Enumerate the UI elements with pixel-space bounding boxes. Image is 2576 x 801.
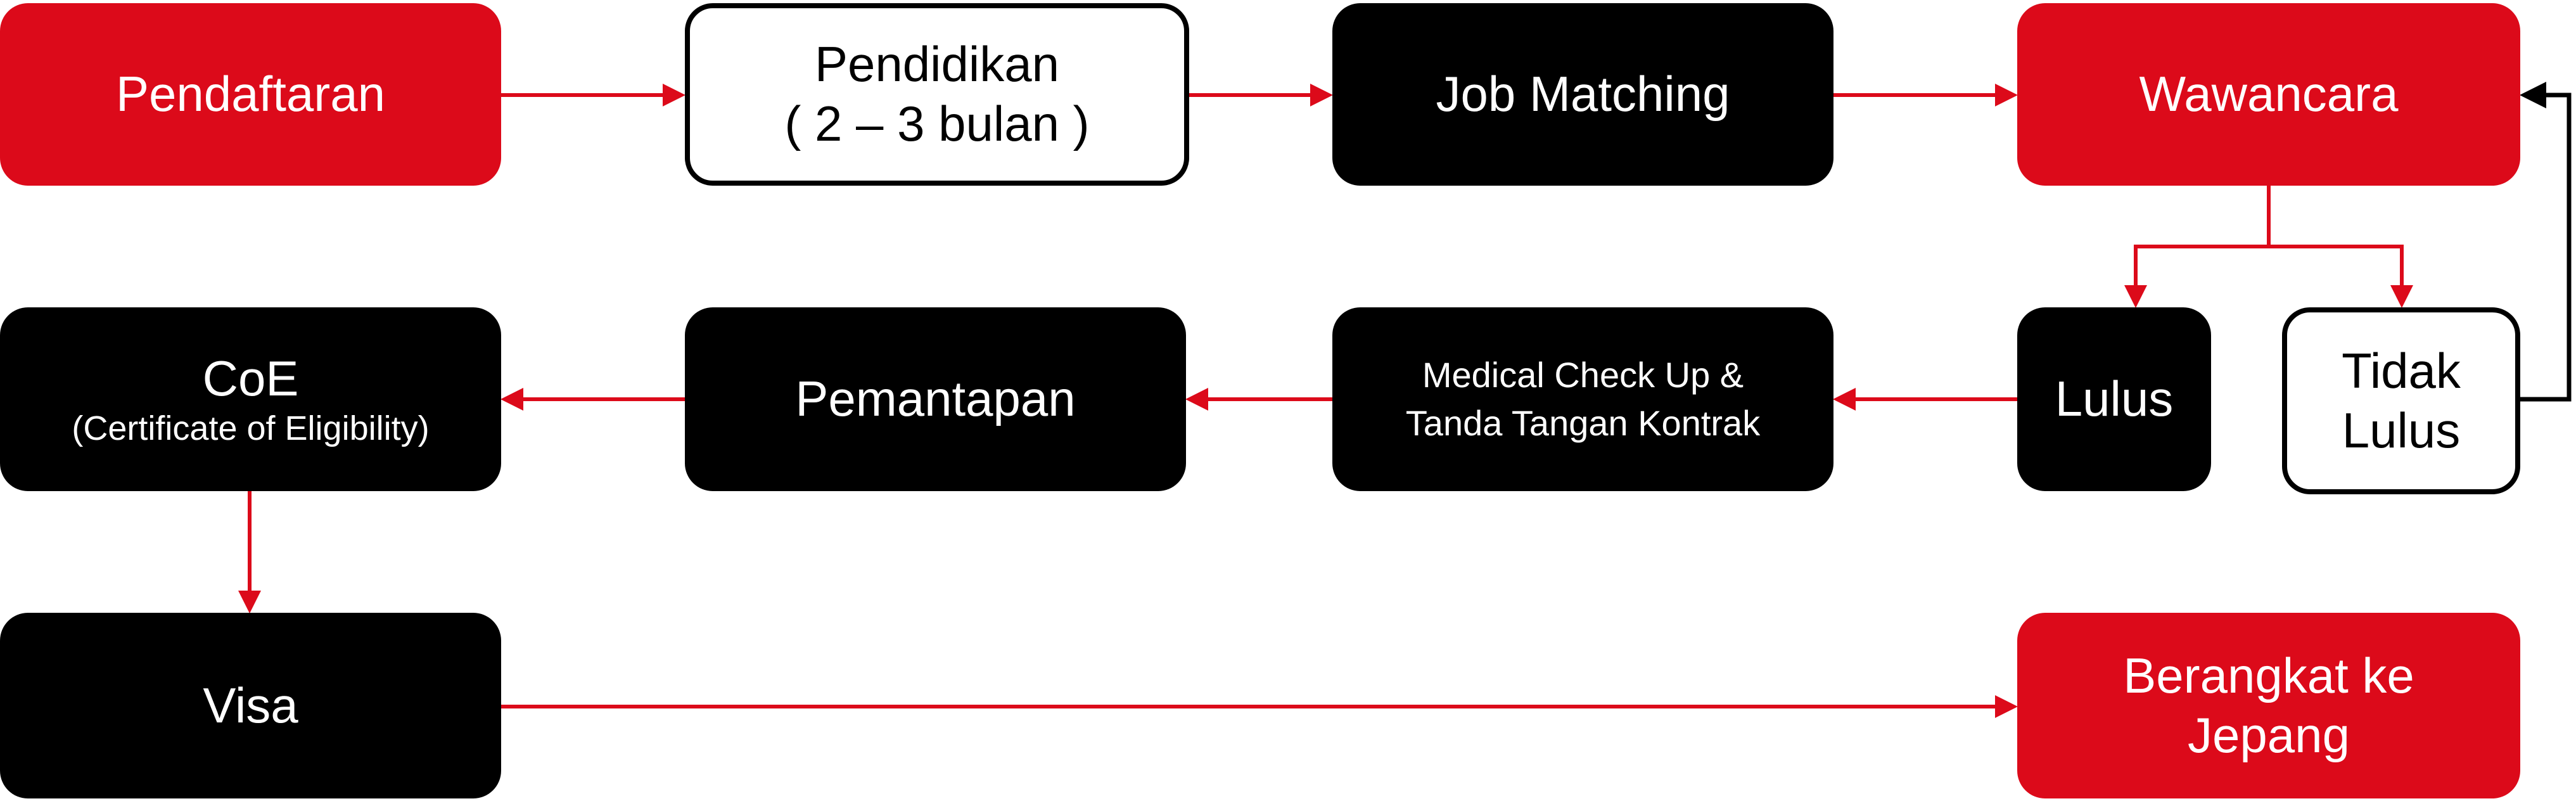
- step-pendaftaran: Pendaftaran: [0, 3, 501, 186]
- step-label-line1: Tidak: [2342, 342, 2461, 399]
- step-pemantapan: Pemantapan: [685, 307, 1186, 491]
- step-lulus: Lulus: [2017, 307, 2211, 491]
- step-label-line2: Lulus: [2342, 402, 2461, 458]
- step-berangkat: Berangkat ke Jepang: [2017, 613, 2520, 798]
- step-label: Job Matching: [1436, 66, 1730, 122]
- step-label: Lulus: [2055, 371, 2174, 427]
- step-job-matching: Job Matching: [1332, 3, 1833, 186]
- step-tidak-lulus: Tidak Lulus: [2282, 307, 2520, 494]
- step-duration: ( 2 – 3 bulan ): [784, 96, 1090, 151]
- step-medical-check-up: Medical Check Up & Tanda Tangan Kontrak: [1332, 307, 1833, 491]
- step-label-line1: Berangkat ke: [2123, 647, 2414, 703]
- step-label-line2: Jepang: [2188, 707, 2350, 763]
- step-label: Visa: [203, 677, 298, 733]
- step-visa: Visa: [0, 613, 501, 798]
- arrow-to-lulus: [2124, 245, 2269, 308]
- step-label: Wawancara: [2139, 66, 2399, 122]
- step-label: Pendidikan: [815, 36, 1059, 93]
- arrow-tidak-lulus-wawancara: [2520, 82, 2572, 402]
- step-pendidikan: Pendidikan ( 2 – 3 bulan ): [685, 3, 1189, 186]
- step-label-line2: Tanda Tangan Kontrak: [1405, 403, 1761, 443]
- step-label-line1: Medical Check Up &: [1422, 355, 1744, 395]
- arrow-to-tidak-lulus: [2269, 245, 2413, 308]
- step-label: CoE: [202, 350, 299, 406]
- step-label: Pemantapan: [795, 371, 1076, 427]
- step-subtitle: (Certificate of Eligibility): [72, 409, 430, 448]
- step-label: Pendaftaran: [115, 66, 385, 122]
- step-coe: CoE (Certificate of Eligibility): [0, 307, 501, 491]
- step-wawancara: Wawancara: [2017, 3, 2520, 186]
